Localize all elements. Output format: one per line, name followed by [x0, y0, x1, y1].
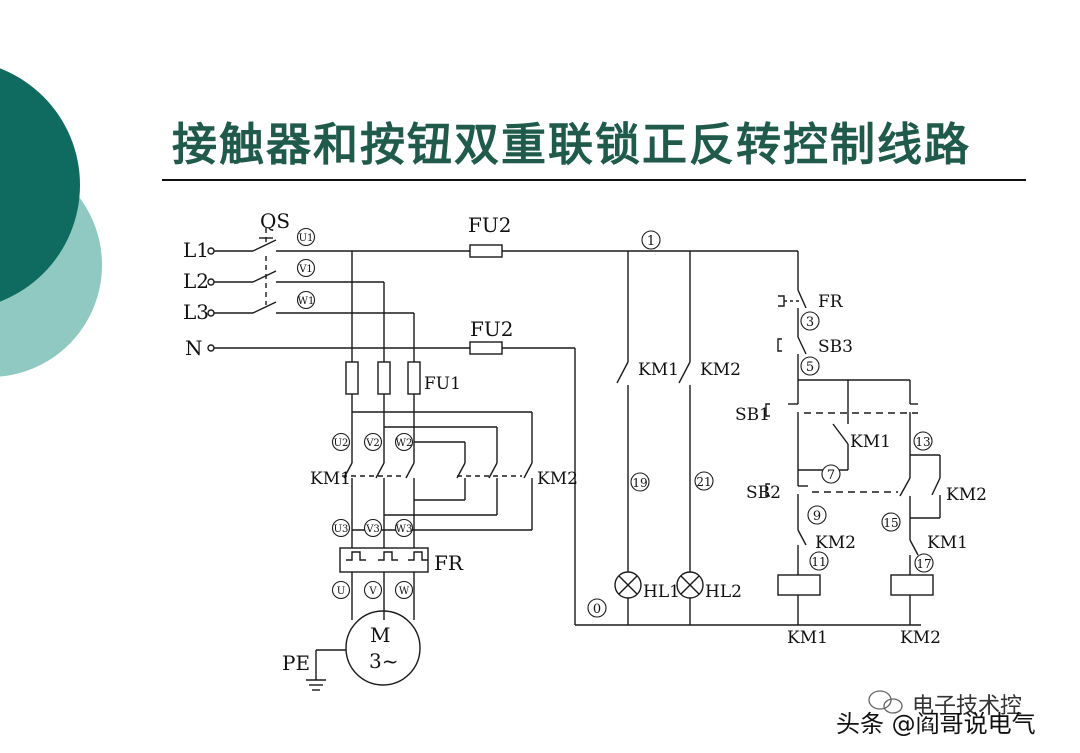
- node-11: 11: [811, 555, 826, 569]
- label-motor-m: M: [370, 623, 390, 647]
- label-qs: QS: [260, 209, 290, 233]
- watermark-brand: 电子技术控: [912, 694, 1023, 719]
- node-21: 21: [696, 475, 711, 489]
- marker-u1: U1: [299, 233, 314, 244]
- marker-u3: U3: [334, 524, 349, 535]
- page-title: 接触器和按钮双重联锁正反转控制线路: [172, 118, 972, 171]
- diagram-labels: QS L1 L2 L3 N FU2 FU2 FU1 KM1 KM2 FR M 3…: [183, 209, 987, 675]
- node-0: 0: [593, 602, 601, 617]
- label-km1-hold: KM1: [850, 432, 891, 452]
- marker-u: U: [337, 586, 345, 597]
- terminal-marker-text: U1 V1 W1 U2 V2 W2 U3 V3 W3 U V W 1 0 19 …: [298, 233, 932, 617]
- wechat-icon: [868, 690, 903, 714]
- indicator-branches: [575, 251, 921, 626]
- marker-u2: U2: [334, 438, 349, 449]
- label-fu2-mid: FU2: [470, 317, 513, 341]
- node-1: 1: [647, 234, 655, 249]
- label-km1-aux: KM1: [638, 360, 679, 380]
- label-km2-main: KM2: [537, 469, 578, 489]
- label-km1-coil: KM1: [787, 628, 828, 648]
- marker-w3: W3: [396, 524, 413, 535]
- marker-v2: V2: [365, 438, 380, 449]
- label-motor-3: 3~: [369, 649, 398, 673]
- marker-v3: V3: [365, 524, 380, 535]
- supply-lines: [207, 247, 470, 352]
- terminal-markers: [296, 227, 934, 618]
- label-fr-ctrl: FR: [818, 292, 844, 312]
- fu2-fuses: [469, 244, 798, 625]
- label-pe: PE: [282, 651, 310, 675]
- label-sb1: SB1: [735, 405, 770, 425]
- label-fr-main: FR: [434, 551, 464, 575]
- main-phases: [342, 251, 533, 548]
- label-km1-main: KM1: [310, 469, 351, 489]
- node-3: 3: [806, 315, 814, 330]
- watermark-source: 头条 @阎哥说电气: [836, 710, 1036, 738]
- label-l2: L2: [183, 269, 209, 293]
- label-km1-nc: KM1: [927, 533, 968, 553]
- label-l1: L1: [183, 238, 209, 262]
- marker-w2: W2: [396, 438, 413, 449]
- label-km2-coil: KM2: [900, 628, 941, 648]
- qs-switch: [252, 228, 470, 314]
- label-km2-hold: KM2: [946, 485, 987, 505]
- label-n: N: [185, 336, 203, 360]
- node-7: 7: [827, 468, 835, 483]
- label-km2-nc: KM2: [815, 533, 856, 553]
- label-sb3: SB3: [818, 337, 853, 357]
- node-17: 17: [916, 557, 931, 571]
- marker-w1: W1: [298, 296, 315, 307]
- decor-circle-dark: [0, 68, 80, 302]
- label-sb2: SB2: [746, 483, 781, 503]
- node-15: 15: [883, 516, 898, 530]
- marker-v: V: [368, 586, 377, 597]
- node-13: 13: [915, 435, 930, 449]
- label-hl1: HL1: [643, 582, 680, 602]
- node-9: 9: [813, 509, 821, 524]
- marker-v1: V1: [298, 264, 313, 275]
- label-hl2: HL2: [705, 582, 742, 602]
- node-19: 19: [632, 476, 647, 490]
- fr-thermal-relay: [339, 547, 429, 620]
- label-l3: L3: [183, 300, 209, 324]
- label-km2-aux: KM2: [700, 360, 741, 380]
- label-fu2-top: FU2: [468, 213, 511, 237]
- label-fu1: FU1: [424, 374, 461, 394]
- marker-w: W: [399, 586, 410, 597]
- circuit-diagram: [207, 228, 941, 691]
- ctrl-reverse-column: [890, 380, 941, 625]
- node-5: 5: [806, 360, 814, 375]
- motor: [306, 610, 421, 691]
